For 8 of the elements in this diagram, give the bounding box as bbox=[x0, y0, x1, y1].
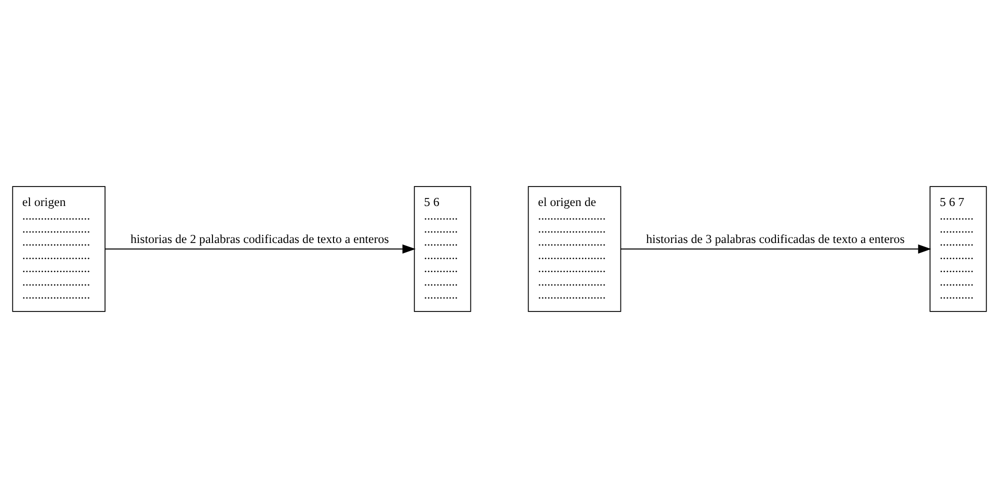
arrow bbox=[104, 244, 416, 254]
node-box: el origen de ...................... ...................... ...................... ...................... ...................... ...................... ...................... bbox=[528, 186, 622, 312]
node-box: 5 6 7 ........... ........... ........... ........... ........... ........... ........... bbox=[930, 186, 987, 312]
node-box: 5 6 ........... ........... ........... ........... ........... ........... ........... bbox=[414, 186, 472, 312]
edge-label: historias de 3 palabras codificadas de texto a enteros bbox=[646, 232, 905, 246]
node-box: el origen ...................... ...................... ...................... ...................... ...................... ...................... ...................... bbox=[12, 186, 106, 312]
arrow bbox=[620, 244, 932, 254]
edge-label: historias de 2 palabras codificadas de texto a enteros bbox=[130, 232, 389, 246]
